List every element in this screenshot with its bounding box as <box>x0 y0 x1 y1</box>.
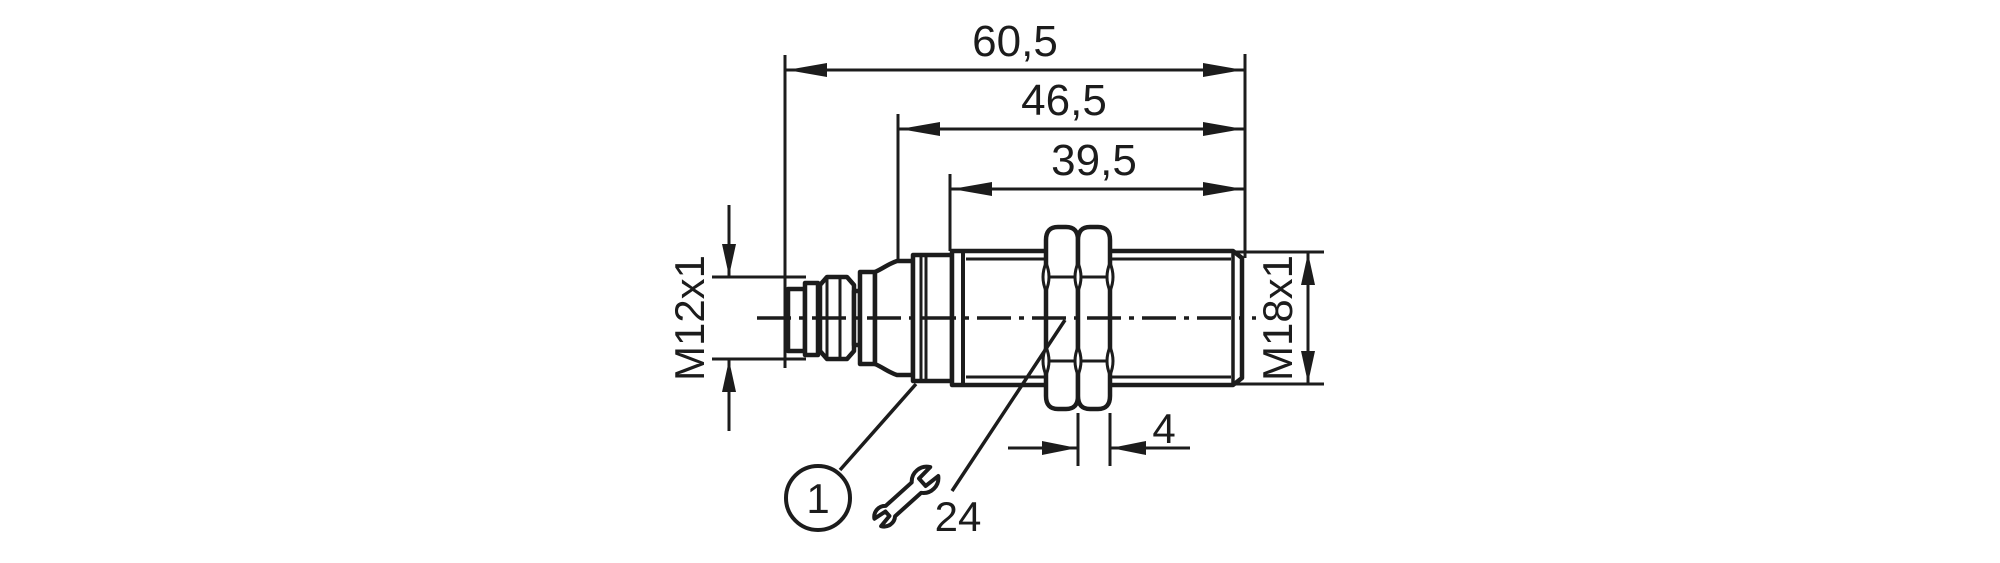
leader-line <box>950 319 1067 492</box>
arrowhead-left <box>1111 441 1146 455</box>
dimension-overall-length: 60,5 <box>783 17 1245 368</box>
thread-length-label: 39,5 <box>1051 136 1137 185</box>
wrench-size-note: 24 <box>872 319 1067 540</box>
dimension-nut-width: 4 <box>1008 405 1190 466</box>
arrowhead-right <box>1203 122 1243 136</box>
housing-length-label: 46,5 <box>1021 76 1107 125</box>
callout-1: 1 <box>784 382 918 532</box>
arrowhead-left <box>900 122 940 136</box>
dimension-housing-length: 46,5 <box>896 76 1245 261</box>
connector-tip <box>785 286 808 354</box>
arrowhead-right <box>1203 182 1243 196</box>
wrench-size-label: 24 <box>935 493 982 540</box>
arrowhead-up <box>1301 253 1315 285</box>
dimension-barrel-thread: M18x1 <box>1233 250 1324 386</box>
arrowhead-right <box>1203 63 1243 77</box>
nut-width-label: 4 <box>1152 405 1175 452</box>
dimension-connector-thread: M12x1 <box>666 205 806 431</box>
connector-thread-label: M12x1 <box>666 255 713 381</box>
nut-chamfer-marks <box>1041 261 1115 377</box>
arrowhead-down <box>1301 351 1315 383</box>
arrowhead-up <box>722 360 736 392</box>
arrowhead-down <box>722 244 736 276</box>
callout-circle <box>784 464 852 532</box>
barrel-thread-lines <box>966 257 1231 379</box>
callout-1-label: 1 <box>806 475 829 522</box>
leader-line <box>838 382 918 472</box>
dimension-thread-length: 39,5 <box>948 136 1245 251</box>
wrench-icon <box>872 464 941 529</box>
arrowhead-left <box>952 182 992 196</box>
arrowhead-right <box>1042 441 1077 455</box>
barrel-thread-label: M18x1 <box>1254 255 1301 381</box>
overall-length-label: 60,5 <box>972 17 1058 66</box>
arrowhead-left <box>787 63 827 77</box>
